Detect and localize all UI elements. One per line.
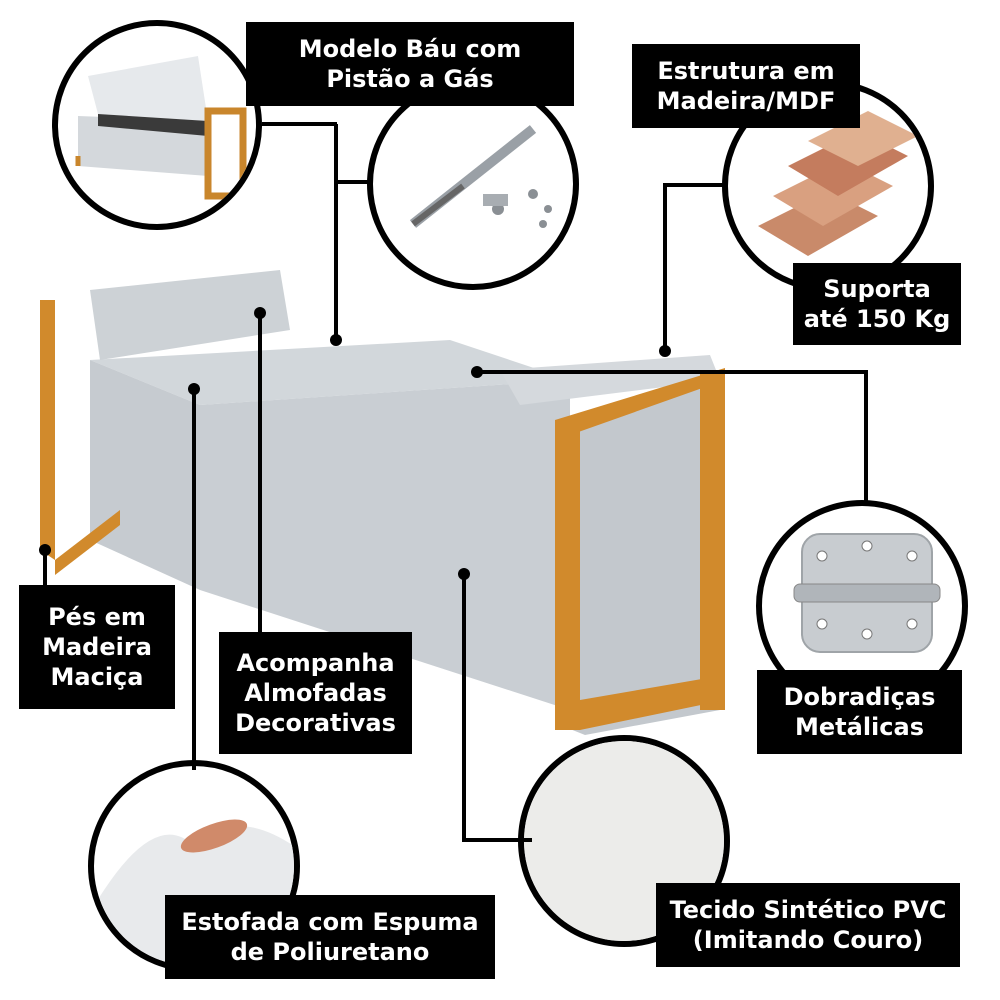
callout-dot [188, 383, 200, 395]
callout-dot [254, 307, 266, 319]
callout-dot [659, 345, 671, 357]
callout-dot [330, 334, 342, 346]
connector-line [258, 315, 262, 635]
connector-line [477, 370, 867, 374]
open-bench-thumbnail-circle [52, 20, 262, 230]
feet-label: Pés em Madeira Maciça [19, 585, 175, 709]
piston-label: Modelo Báu com Pistão a Gás [246, 22, 574, 106]
connector-line [462, 838, 532, 842]
connector-line [663, 183, 725, 187]
wood-planks-illustration [758, 111, 918, 256]
fabric-label: Tecido Sintético PVC (Imitando Couro) [656, 883, 960, 967]
connector-line [192, 390, 196, 770]
structure-label: Estrutura em Madeira/MDF [632, 44, 860, 128]
connector-line [334, 180, 372, 184]
metal-hinge-illustration [793, 533, 941, 653]
gas-piston-circle [367, 78, 579, 290]
callout-dot [39, 544, 51, 556]
callout-dot [471, 366, 483, 378]
cushions-label: Acompanha Almofadas Decorativas [219, 632, 412, 754]
connector-line [262, 122, 337, 126]
connector-line [864, 370, 868, 505]
gas-piston-illustration [409, 125, 552, 228]
callout-dot [458, 568, 470, 580]
fabric-circle [518, 735, 730, 947]
foam-label: Estofada com Espuma de Poliuretano [165, 895, 495, 979]
connector-line [462, 575, 466, 840]
hinges-label: Dobradiças Metálicas [757, 670, 962, 754]
storage-bench-illustration [40, 270, 725, 735]
open-bench-illustration [75, 56, 247, 200]
connector-line [663, 183, 667, 353]
connector-line [43, 550, 47, 590]
support-label: Suporta até 150 Kg [793, 263, 961, 345]
connector-line [334, 124, 338, 340]
